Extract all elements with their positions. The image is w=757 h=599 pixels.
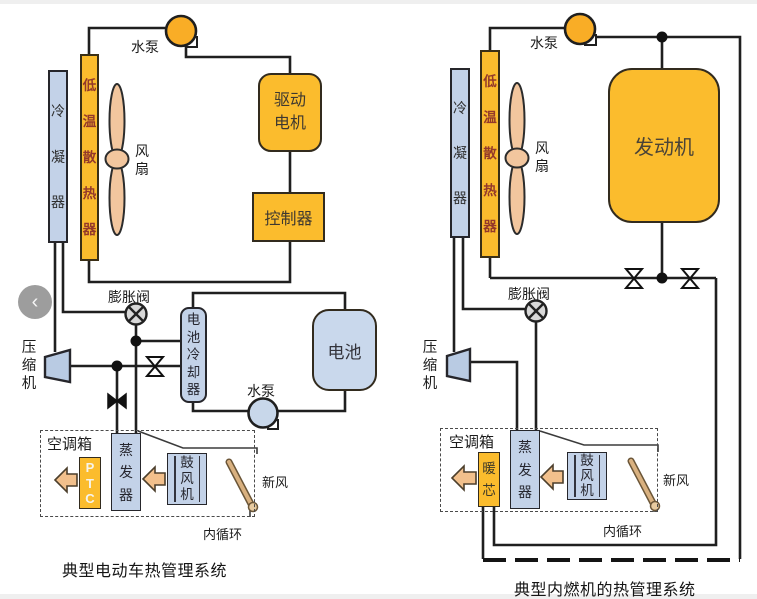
left-compressor-shape <box>43 348 72 384</box>
drive-motor-box: 驱动 电机 <box>258 73 322 152</box>
battery-pump-label: 水泵 <box>247 383 275 399</box>
left-condenser-label: 冷凝器 <box>51 102 65 211</box>
left-diagram-title: 典型电动车热管理系统 <box>62 563 228 580</box>
right-expansion-valve-label: 膨胀阀 <box>508 286 550 302</box>
right-compressor-label: 压缩机 <box>421 337 439 395</box>
right-valve2-icon <box>679 268 701 289</box>
left-blower-label: 鼓风机 <box>180 455 194 503</box>
left-hvac-box <box>40 430 255 517</box>
left-fan-icon <box>104 83 130 236</box>
heater-core-label: 暖芯 <box>482 460 496 498</box>
right-fan-label-text: 风扇 <box>535 140 549 174</box>
blower-stripe <box>174 456 176 502</box>
right-recirculation-label: 内循环 <box>603 524 643 539</box>
left-top-pump-icon <box>164 14 198 48</box>
left-fresh-air-label: 新风 <box>262 475 289 490</box>
right-radiator-box: 低温散热器 <box>480 50 500 258</box>
right-pipes <box>452 26 742 559</box>
battery-box: 电池 <box>312 309 377 391</box>
left-condenser-box: 冷凝器 <box>48 70 68 243</box>
battery-pump-icon <box>247 397 279 430</box>
left-damper-icon <box>225 458 259 513</box>
right-evaporator-box: 蒸发器 <box>510 430 540 509</box>
left-compressor-label: 压缩机 <box>20 337 38 395</box>
blower-stripe <box>574 455 576 497</box>
airflow-arrows <box>53 463 564 494</box>
heater-core-box: 暖芯 <box>478 452 500 507</box>
right-pump-top-label: 水泵 <box>530 35 558 51</box>
right-compressor-shape <box>445 347 472 383</box>
right-condenser-label: 冷凝器 <box>453 100 467 206</box>
right-top-pump-icon <box>563 12 597 46</box>
blower-stripe <box>198 456 200 502</box>
right-blower-box: 鼓风机 <box>567 452 607 500</box>
right-blower-label: 鼓风机 <box>580 453 594 499</box>
right-fan-icon <box>504 82 530 235</box>
left-expansion-valve-label: 膨胀阀 <box>108 289 150 305</box>
right-evaporator-label: 蒸发器 <box>518 438 532 501</box>
junction-dots <box>111 31 668 372</box>
right-valve1-icon <box>623 268 645 289</box>
controller-box: 控制器 <box>252 192 325 242</box>
carousel-prev-button[interactable]: ‹ <box>18 285 52 319</box>
left-expansion-valve-icon <box>124 302 148 326</box>
right-radiator-label: 低温散热器 <box>483 73 497 234</box>
right-diagram-title: 典型内燃机的热管理系统 <box>514 582 696 599</box>
left-recirculation-label: 内循环 <box>203 527 243 542</box>
left-pump-top-label: 水泵 <box>131 39 159 55</box>
left-black-valve-icon <box>107 392 127 410</box>
right-hvac-box <box>440 428 658 512</box>
battery-cooler-box: 电池冷却器 <box>180 307 207 403</box>
right-condenser-box: 冷凝器 <box>450 68 470 238</box>
left-pipes <box>53 26 347 433</box>
left-evaporator-label: 蒸发器 <box>119 441 133 503</box>
left-hvac-label: 空调箱 <box>47 436 93 453</box>
right-compressor-label-text: 压缩机 <box>422 339 438 392</box>
right-fan-label: 风扇 <box>531 138 553 176</box>
left-radiator-box: 低温散热器 <box>80 54 99 261</box>
chevron-left-icon: ‹ <box>31 290 39 313</box>
left-evaporator-box: 蒸发器 <box>111 433 141 511</box>
blower-stripe <box>598 455 600 497</box>
left-radiator-label: 低温散热器 <box>82 77 97 237</box>
engine-box: 发动机 <box>608 68 720 223</box>
right-expansion-valve-icon <box>524 299 548 323</box>
right-fresh-air-label: 新风 <box>663 473 690 488</box>
left-valve-icon <box>144 356 166 377</box>
left-blower-box: 鼓风机 <box>167 453 207 505</box>
left-fan-label-text: 风扇 <box>135 143 149 177</box>
bottom-margin-bar <box>0 594 757 599</box>
battery-cooler-label: 电池冷却器 <box>186 312 201 398</box>
right-hvac-label: 空调箱 <box>449 434 495 451</box>
left-fan-label: 风扇 <box>131 141 153 179</box>
top-margin-bar <box>0 0 757 4</box>
left-compressor-label-text: 压缩机 <box>21 339 37 392</box>
